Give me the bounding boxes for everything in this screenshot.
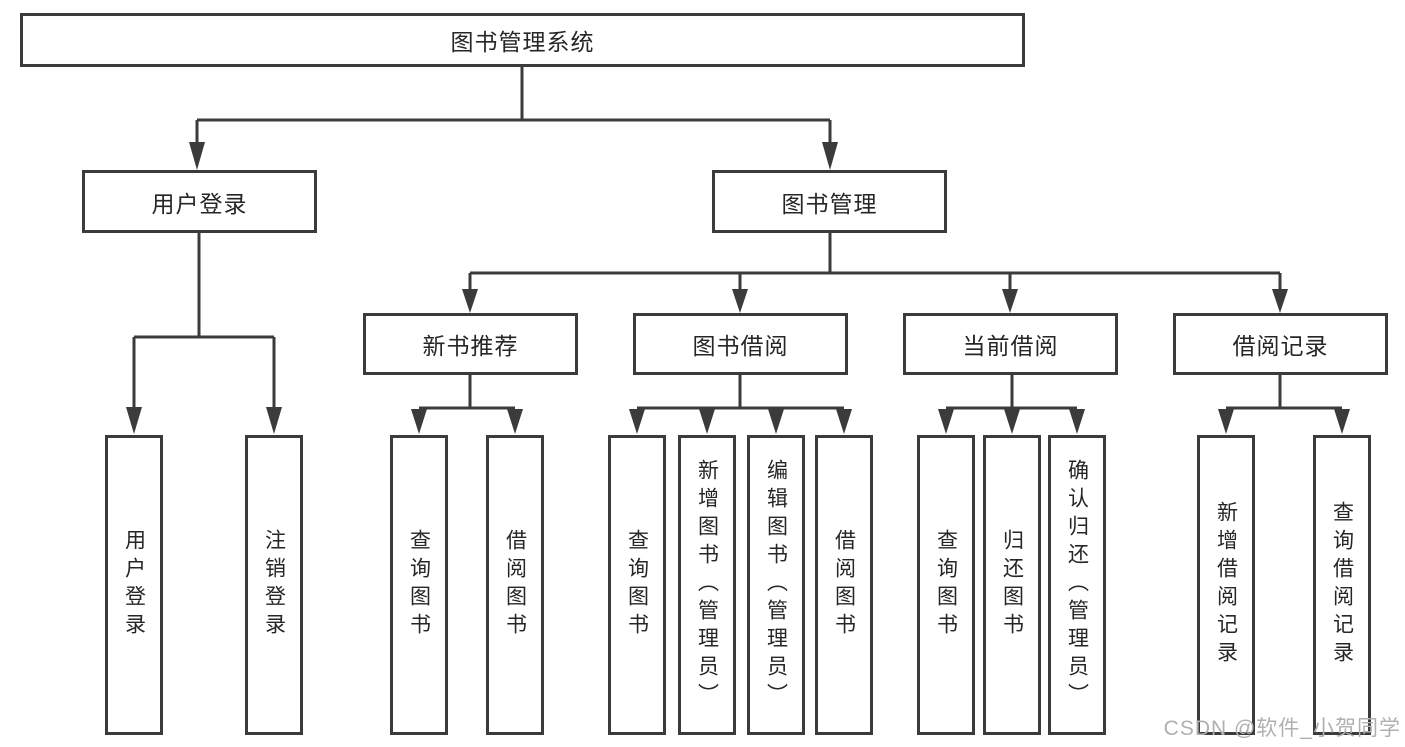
leaf-query-borrow-record: 查询借阅记录 <box>1313 435 1371 735</box>
node-label: 图书管理 <box>781 190 878 217</box>
arrowheads <box>126 142 1350 434</box>
leaf-label: 注销登录 <box>262 529 286 641</box>
leaf-borrow-books-1: 借阅图书 <box>486 435 544 735</box>
leaf-return-book: 归还图书 <box>983 435 1041 735</box>
leaf-add-borrow-record: 新增借阅记录 <box>1197 435 1255 735</box>
leaf-user-login: 用户登录 <box>105 435 163 735</box>
leaf-label: 查询图书 <box>934 529 958 641</box>
leaf-label: 查询图书 <box>625 529 649 641</box>
csdn-watermark: CSDN @软件_小贺同学 <box>1163 717 1401 740</box>
leaf-label: 借阅图书 <box>503 529 527 641</box>
leaf-add-book-admin: 新增图书（管理员） <box>678 435 736 735</box>
leaf-confirm-return-admin: 确认归还（管理员） <box>1048 435 1106 735</box>
leaf-label: 确认归还（管理员） <box>1065 459 1089 711</box>
leaf-label: 新增借阅记录 <box>1214 501 1238 669</box>
leaf-query-books-2: 查询图书 <box>608 435 666 735</box>
leaf-borrow-books-2: 借阅图书 <box>815 435 873 735</box>
node-label: 用户登录 <box>151 190 248 217</box>
node-label: 当前借阅 <box>962 333 1059 359</box>
node-label: 图书借阅 <box>692 333 789 359</box>
leaf-query-books-1: 查询图书 <box>390 435 448 735</box>
leaf-label: 新增图书（管理员） <box>695 459 719 711</box>
node-user-login-group: 用户登录 <box>82 170 317 233</box>
leaf-edit-book-admin: 编辑图书（管理员） <box>747 435 805 735</box>
leaf-label: 查询借阅记录 <box>1330 501 1354 669</box>
node-new-book-recommend: 新书推荐 <box>363 313 578 375</box>
node-library-system: 图书管理系统 <box>20 13 1025 67</box>
node-label: 借阅记录 <box>1232 333 1329 359</box>
leaf-label: 归还图书 <box>1000 529 1024 641</box>
node-current-borrow: 当前借阅 <box>903 313 1118 375</box>
leaf-label: 用户登录 <box>122 529 146 641</box>
node-borrow-record: 借阅记录 <box>1173 313 1388 375</box>
node-label: 新书推荐 <box>422 333 519 359</box>
node-label: 图书管理系统 <box>450 29 595 55</box>
leaf-label: 查询图书 <box>407 529 431 641</box>
leaf-query-books-3: 查询图书 <box>917 435 975 735</box>
leaf-label: 编辑图书（管理员） <box>764 459 788 711</box>
leaf-label: 借阅图书 <box>832 529 856 641</box>
node-book-borrow: 图书借阅 <box>633 313 848 375</box>
leaf-logout: 注销登录 <box>245 435 303 735</box>
node-book-management: 图书管理 <box>712 170 947 233</box>
